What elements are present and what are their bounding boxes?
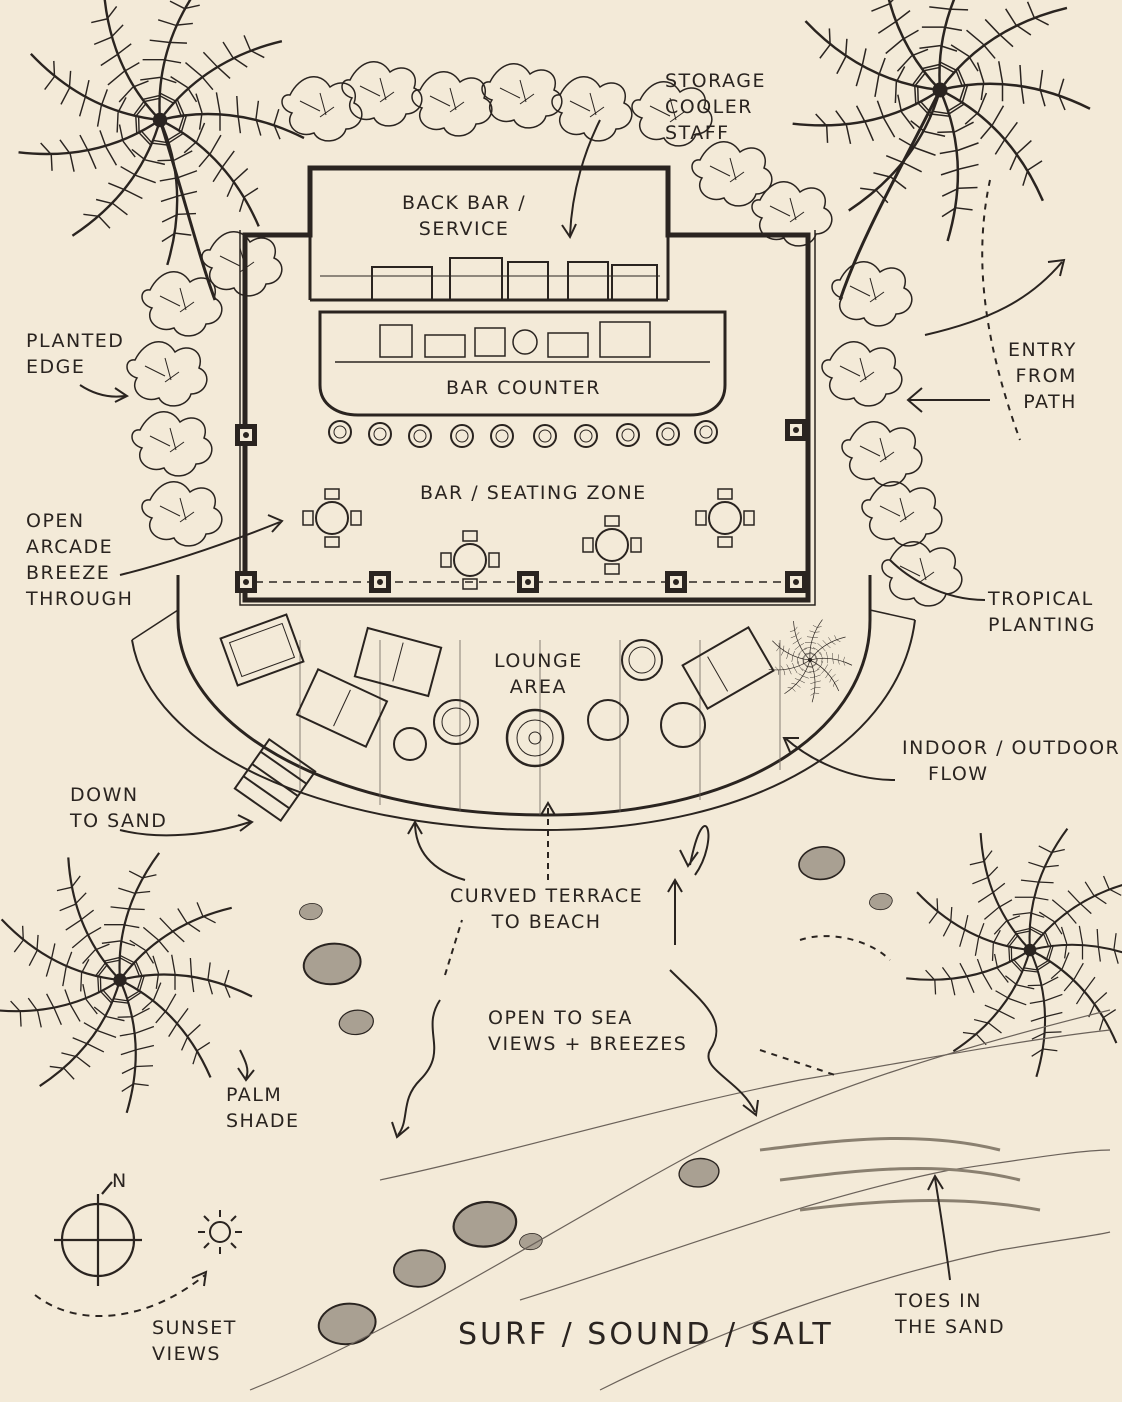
annotation-arrows [34, 119, 1066, 1318]
bar-counter-label: BAR COUNTER [446, 377, 601, 399]
round-table-icon [302, 488, 362, 548]
compass-icon [54, 1181, 142, 1286]
palm-trees [0, 0, 1122, 1113]
bar-stools [328, 420, 718, 448]
building-plan [131, 165, 916, 832]
sun-icon [198, 1210, 242, 1254]
seating-zone-label: BAR / SEATING ZONE [420, 482, 647, 504]
north-label: N [112, 1170, 128, 1192]
planted-edge-shrubs [126, 60, 963, 607]
stool-icon [328, 420, 352, 444]
armchair-icon [219, 613, 305, 687]
lounge-palm-icon [768, 617, 852, 702]
back-bar-room [242, 165, 811, 603]
bar-counter-shape [318, 310, 727, 417]
rock-icon [302, 942, 362, 986]
sofa-icon [353, 626, 443, 698]
palm-tree-icon [15, 0, 304, 265]
lounge-furniture [219, 613, 775, 768]
curved-terrace [176, 575, 872, 817]
steps-icon [233, 737, 317, 823]
bar-equipment [379, 321, 651, 358]
surf-texture [249, 1009, 1111, 1391]
surf-sound-salt-label: SURF / SOUND / SALT [458, 1317, 834, 1352]
back-bar-label: BACK BAR /SERVICE [402, 192, 527, 240]
back-bar-equipment [320, 257, 660, 301]
